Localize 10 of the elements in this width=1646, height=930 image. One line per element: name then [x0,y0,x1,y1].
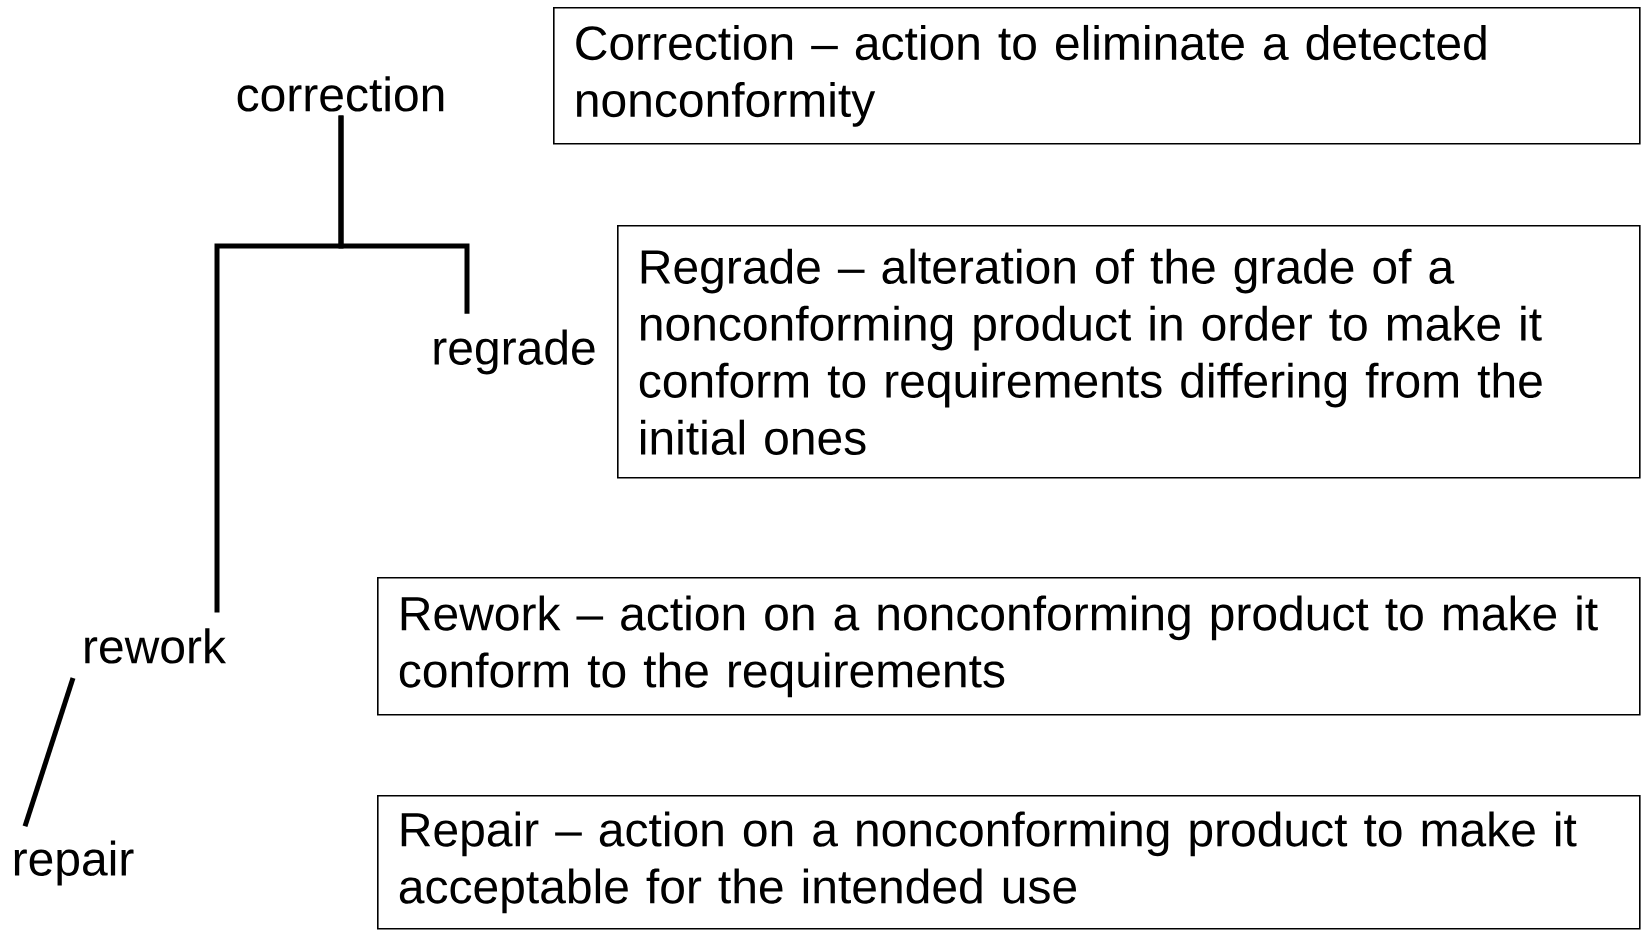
term-label: repair [14,840,134,886]
term-label: rework [85,628,227,664]
term-label: regrade [434,329,595,375]
definition-box: Rework – action on a nonconforming product to make it conform to the requirements [377,577,1641,716]
definition-box: Correction – action to eliminate a detected nonconformity [553,7,1641,145]
tree-line [22,677,76,827]
definition-box: Repair – action on a nonconforming product to make it acceptable for the intended use [377,795,1641,930]
term-label: correction [237,76,444,112]
tree-line [214,115,344,613]
definition-box: Regrade – alteration of the grade of a nonconforming product in order to make it conform to requirements differing from the initial ones [617,225,1641,479]
